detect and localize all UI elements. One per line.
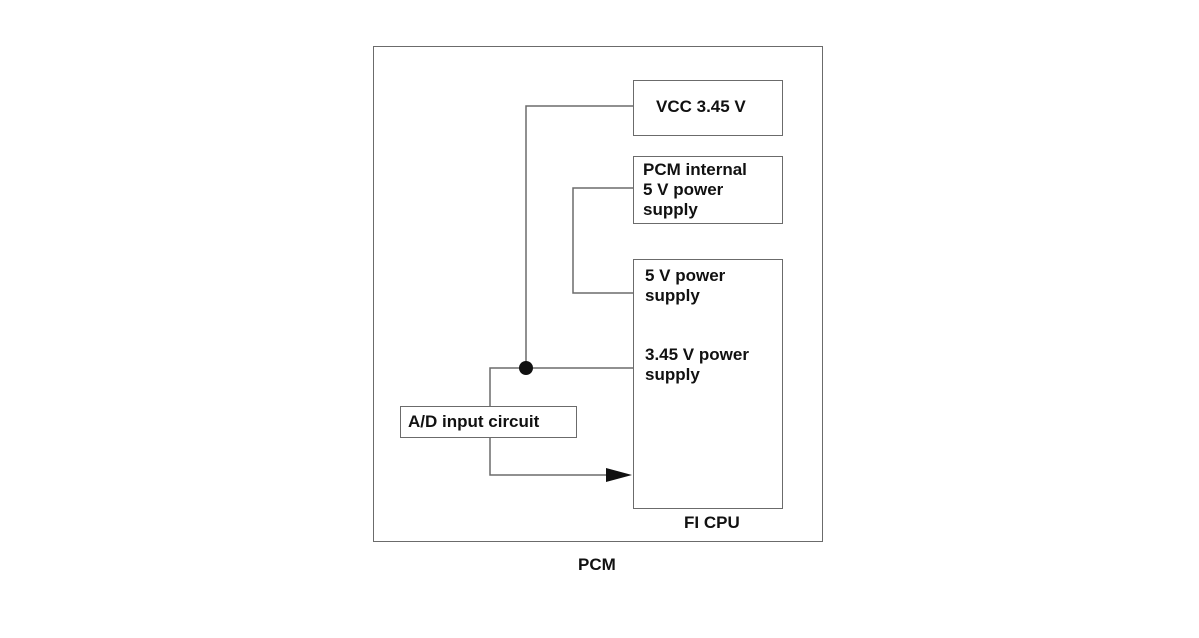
vcc-wire [525,105,633,368]
cpu-5v-line2: supply [645,286,700,305]
ad-output-wire [489,438,612,476]
ad-circuit-label: A/D input circuit [408,412,540,431]
fi-cpu-label: FI CPU [684,513,740,532]
ad-circuit-box [400,406,577,438]
pcm-internal-supply-box [633,156,783,224]
cpu-345v-line2: supply [645,365,700,384]
vcc-box [633,80,783,136]
ad-output-arrowhead [606,468,632,482]
fi-cpu-box [633,259,783,509]
vcc-label: VCC 3.45 V [656,97,746,116]
pcm-caption: PCM [578,555,616,574]
ad-supply-wire [489,367,526,406]
pcm-internal-line3: supply [643,200,698,219]
junction-dot [519,361,533,375]
cpu-5v-line1: 5 V power [645,266,726,285]
5v-wire [572,187,633,294]
pcm-internal-line2: 5 V power [643,180,724,199]
pcm-internal-line1: PCM internal [643,160,747,179]
cpu-345v-line1: 3.45 V power [645,345,749,364]
